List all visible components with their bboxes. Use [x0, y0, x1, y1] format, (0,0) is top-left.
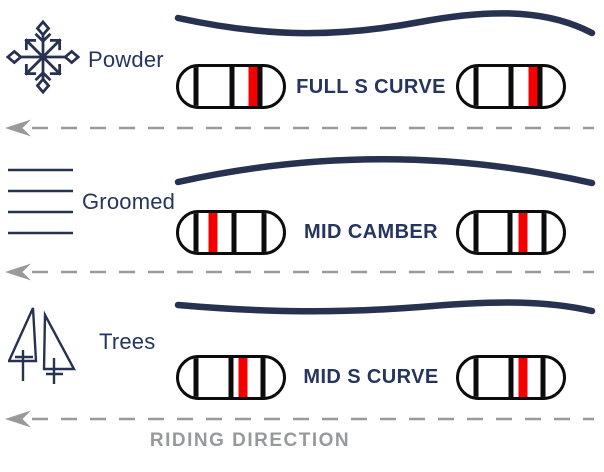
- insert-marker-black: [473, 67, 479, 106]
- terrain-label-groomed: Groomed: [82, 189, 176, 214]
- snowflake-icon: [6, 20, 80, 94]
- groomed-corduroy-icon: [8, 168, 73, 235]
- profile-label-mid-s-curve: MID S CURVE: [303, 366, 439, 388]
- insert-marker-black: [193, 358, 199, 397]
- terrain-label-powder: Powder: [88, 47, 164, 72]
- insert-marker-black: [473, 213, 479, 252]
- mid-camber-profile: [174, 156, 596, 187]
- profile-label-full-s-curve: FULL S CURVE: [296, 76, 446, 98]
- terrain-label-trees: Trees: [99, 329, 156, 354]
- insert-marker-red: [238, 358, 248, 397]
- insert-marker-black: [229, 67, 235, 106]
- riding-direction-arrow: [5, 119, 594, 137]
- insert-marker-black: [231, 213, 237, 252]
- riding-direction-label: RIDING DIRECTION: [149, 430, 351, 451]
- board-marker-right: [456, 210, 566, 255]
- insert-marker-black: [257, 67, 263, 106]
- insert-marker-black: [193, 67, 199, 106]
- full-s-curve-profile: [174, 10, 596, 37]
- insert-marker-black: [473, 358, 479, 397]
- board-marker-right: [456, 355, 566, 400]
- insert-marker-red: [528, 67, 538, 106]
- insert-marker-black: [508, 358, 514, 397]
- profile-label-mid-camber: MID CAMBER: [304, 221, 438, 243]
- insert-marker-red: [248, 67, 258, 106]
- insert-marker-black: [508, 67, 514, 106]
- riding-direction-arrow: [5, 263, 594, 281]
- board-marker-left: [176, 64, 286, 109]
- insert-marker-black: [193, 213, 199, 252]
- insert-marker-black: [541, 213, 547, 252]
- insert-marker-black: [228, 358, 234, 397]
- board-marker-left: [176, 210, 286, 255]
- insert-marker-black: [540, 358, 546, 397]
- riding-direction-arrow: [5, 410, 594, 428]
- board-marker-right: [456, 64, 566, 109]
- insert-marker-black: [261, 213, 267, 252]
- insert-marker-black: [260, 358, 266, 397]
- insert-marker-black: [537, 67, 543, 106]
- insert-marker-black: [507, 213, 513, 252]
- insert-marker-red: [518, 213, 528, 252]
- mid-s-curve-profile: [174, 299, 596, 315]
- insert-marker-red: [518, 358, 528, 397]
- insert-marker-red: [208, 213, 218, 252]
- board-marker-left: [176, 355, 286, 400]
- trees-icon: [8, 307, 77, 384]
